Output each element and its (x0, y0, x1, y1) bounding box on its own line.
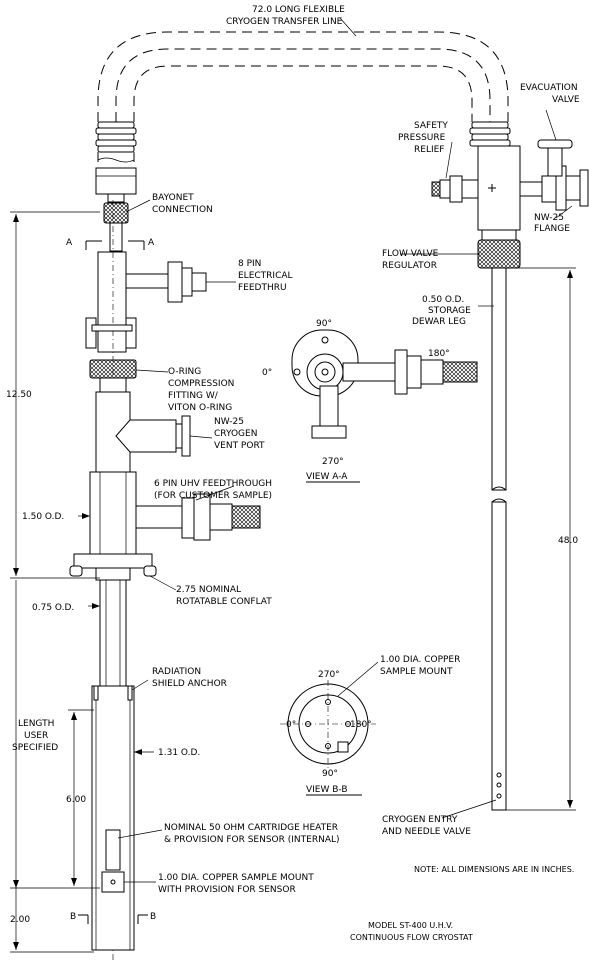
feedthru-label-1: 8 PIN (238, 259, 261, 269)
view-a-deg-top: 90° (316, 319, 332, 329)
section-a-markers: A A (66, 238, 155, 250)
view-b-deg-left: 0° (286, 720, 296, 730)
main-column: B B (69, 200, 261, 960)
nw25-flange-label-2: FLANGE (534, 224, 570, 234)
view-a-a: 90° 0° 180° 270° VIEW A-A (262, 319, 478, 483)
od-150-label: 1.50 O.D. (22, 512, 64, 522)
length-label-2: USER (24, 731, 48, 741)
anchor-label-1: RADIATION (152, 667, 201, 677)
dimension-lines: 12.50 1.50 O.D. 0.75 O.D. 6.00 2.00 1.31… (6, 211, 578, 953)
evacuation-label-2: VALVE (552, 95, 580, 105)
safety-label-1: SAFETY (414, 121, 448, 131)
uhv-label-2: (FOR CUSTOMER SAMPLE) (154, 491, 272, 501)
nw25-flange-label-1: NW-25 (534, 213, 564, 223)
dim-48-0: 48.0 (558, 536, 578, 546)
model-label-1: MODEL ST-400 U.H.V. (368, 921, 453, 930)
feedthru-label-3: FEEDTHRU (238, 283, 287, 293)
storage-leg-label-3: DEWAR LEG (412, 317, 466, 327)
flow-valve-label-2: REGULATOR (382, 261, 437, 271)
uhv-label-1: 6 PIN UHV FEEDTHROUGH (154, 479, 272, 489)
bayonet-connection (103, 202, 129, 252)
flow-valve-label-1: FLOW VALVE (382, 249, 439, 259)
leader-lines (117, 17, 573, 883)
transfer-line-label-1: 72.0 LONG FLEXIBLE (252, 5, 345, 15)
view-b-title: VIEW B-B (306, 785, 348, 795)
od-131-label: 1.31 O.D. (158, 748, 200, 758)
view-a-deg-bottom: 270° (322, 457, 344, 467)
oring-label-4: VITON O-RING (168, 403, 232, 413)
section-a-left-label: A (66, 238, 73, 248)
cryogen-entry-label-2: AND NEEDLE VALVE (382, 827, 471, 837)
oring-label-3: FITTING W/ (168, 391, 219, 401)
callouts: 72.0 LONG FLEXIBLE CRYOGEN TRANSFER LINE… (12, 5, 580, 942)
sample-mount-b-label-1: 1.00 DIA. COPPER (380, 655, 460, 665)
anchor-label-2: SHIELD ANCHOR (152, 679, 227, 689)
view-a-deg-left: 0° (262, 368, 272, 378)
sample-mount-b-label-2: SAMPLE MOUNT (380, 667, 453, 677)
cryogen-entry-label-1: CRYOGEN ENTRY (382, 815, 458, 825)
vent-port-label-1: NW-25 (214, 417, 244, 427)
right-assembly (431, 121, 589, 811)
evacuation-label-1: EVACUATION (520, 83, 578, 93)
bayonet-label-1: BAYONET (152, 193, 194, 203)
view-b-deg-right: 180° (350, 720, 372, 730)
dim-2-00: 2.00 (10, 915, 30, 925)
storage-leg-label-1: 0.50 O.D. (422, 295, 464, 305)
length-label-3: SPECIFIED (12, 743, 58, 753)
view-a-title: VIEW A-A (306, 472, 348, 482)
transfer-line-label-2: CRYOGEN TRANSFER LINE (226, 17, 343, 27)
feedthru-label-2: ELECTRICAL (238, 271, 293, 281)
sample-mount-label-2: WITH PROVISION FOR SENSOR (158, 885, 296, 895)
model-label-2: CONTINUOUS FLOW CRYOSTAT (350, 933, 473, 942)
oring-label-2: COMPRESSION (168, 379, 234, 389)
od-075-label: 0.75 O.D. (32, 603, 74, 613)
transfer-line (97, 31, 509, 122)
dim-6-00: 6.00 (66, 795, 86, 805)
conflat-label-1: 2.75 NOMINAL (176, 585, 241, 595)
view-b-deg-bottom: 90° (322, 769, 338, 779)
oring-label-1: O-RING (168, 367, 201, 377)
safety-label-3: RELIEF (414, 145, 444, 155)
conflat-label-2: ROTATABLE CONFLAT (176, 597, 272, 607)
length-label-1: LENGTH (18, 719, 54, 729)
heater-label-1: NOMINAL 50 OHM CARTRIDGE HEATER (164, 823, 338, 833)
safety-label-2: PRESSURE (398, 133, 446, 143)
heater-label-2: & PROVISION FOR SENSOR (INTERNAL) (164, 835, 340, 845)
view-b-b: 270° 0° 180° 90° VIEW B-B (280, 670, 376, 796)
section-a-right-label: A (148, 238, 155, 248)
note-label: NOTE: ALL DIMENSIONS ARE IN INCHES. (414, 865, 574, 874)
vent-port-label-2: CRYOGEN (214, 429, 257, 439)
section-b-left-label: B (70, 912, 76, 922)
left-bellows (95, 121, 137, 203)
bayonet-label-2: CONNECTION (152, 205, 213, 215)
view-a-deg-right: 180° (428, 349, 450, 359)
dim-12-50: 12.50 (6, 390, 32, 400)
section-b-right-label: B (150, 912, 156, 922)
sample-mount-label-1: 1.00 DIA. COPPER SAMPLE MOUNT (158, 873, 314, 883)
view-b-deg-top: 270° (318, 670, 340, 680)
vent-port-label-3: VENT PORT (214, 441, 265, 451)
storage-leg-label-2: STORAGE (428, 306, 471, 316)
